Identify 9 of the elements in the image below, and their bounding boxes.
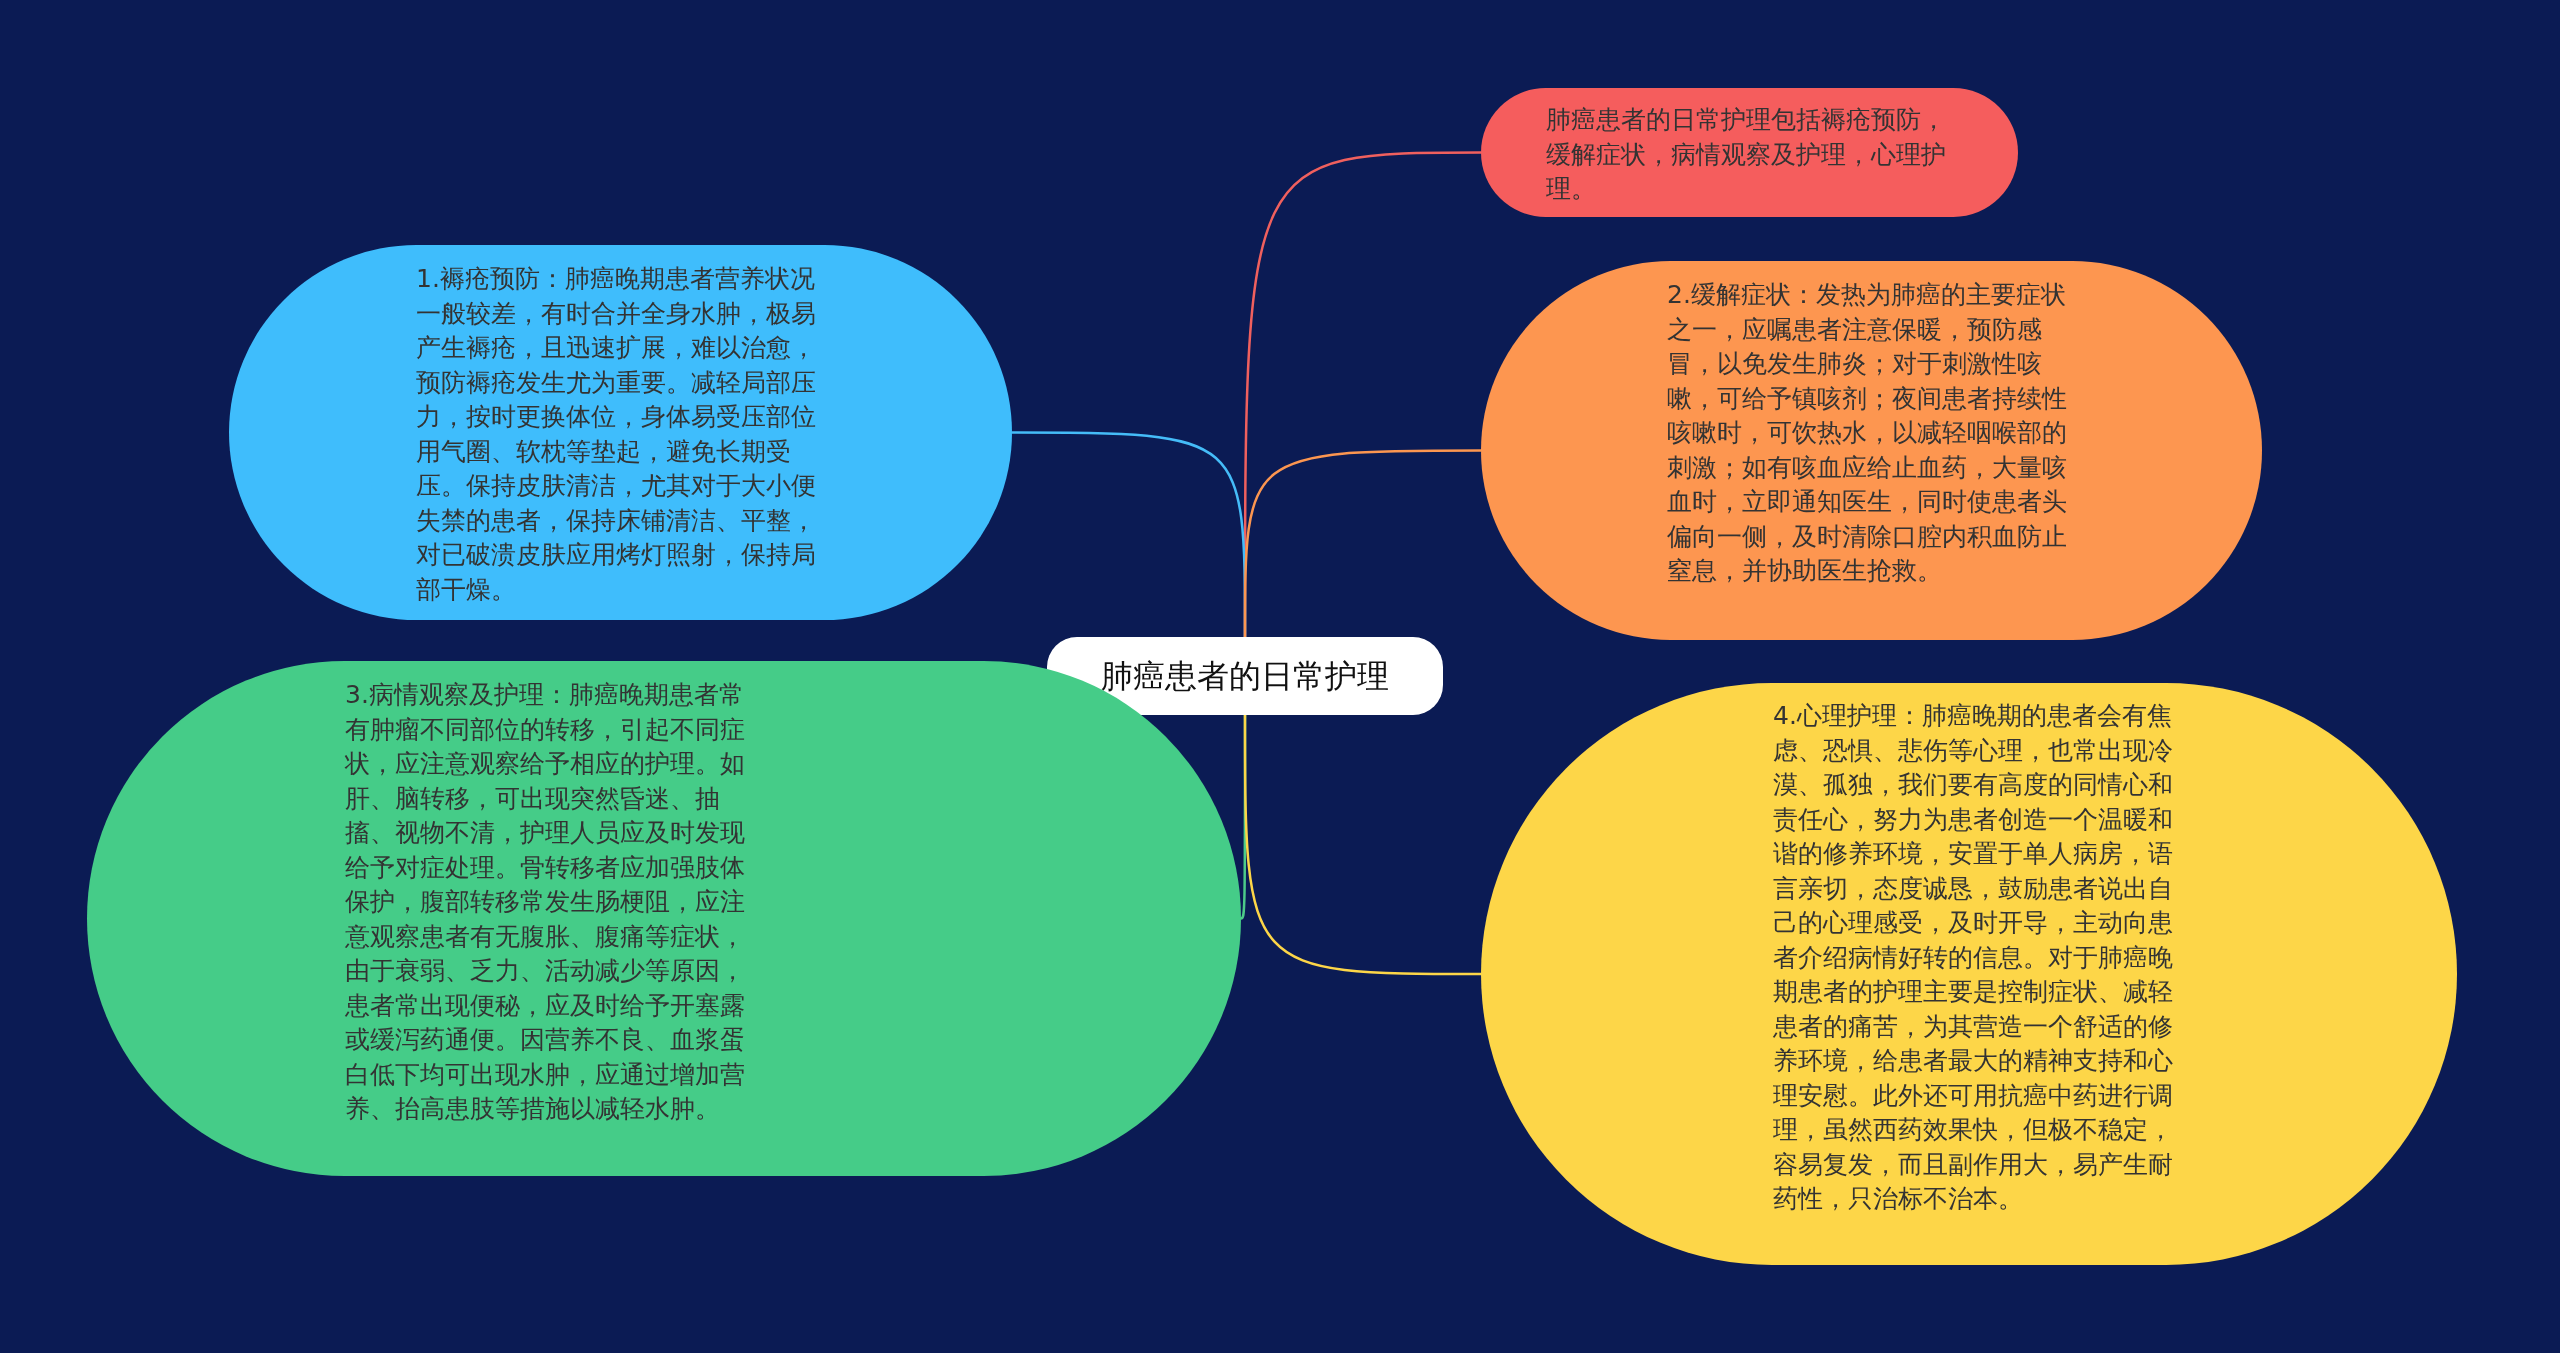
connector-line — [1243, 449, 1481, 637]
subtopic-text: 肺癌患者的日常护理包括褥疮预防，缓解症状，病情观察及护理，心理护理。 — [1546, 104, 1946, 205]
connector-line — [1243, 715, 1481, 976]
subtopic-text: 1.褥疮预防：肺癌晚期患者营养状况一般较差，有时合并全身水肿，极易产生褥疮，且迅速扩展，难以治愈，预防褥疮发生尤为重要。减轻局部压力，按时更换体位，身体易受压部位用气圈、软枕等垫起，避免长期受压。保持皮肤清洁，尤其对于大小便失禁的患者，保持床铺清洁、平整，对已破溃皮肤应用烤灯照射，保持局部干燥。 — [416, 263, 816, 606]
subtopic-text: 4.心理护理：肺癌晚期的患者会有焦虑、恐惧、悲伤等心理，也常出现冷漠、孤独，我们要有高度的同情心和责任心，努力为患者创造一个温暖和谐的修养环境，安置于单人病房，语言亲切，态度诚恳，鼓励患者说出自己的心理感受，及时开导，主动向患者介绍病情好转的信息。对于肺癌晚期患者的护理主要是控制症状、减轻患者的痛苦，为其营造一个舒适的修养环境，给患者最大的精神支持和心理安慰。此外还可用抗癌中药进行调理，虽然西药效果快，但极不稳定，容易复发，而且副作用大，易产生耐药性，只治标不治本。 — [1773, 700, 2173, 1215]
subtopic-text: 2.缓解症状：发热为肺癌的主要症状之一，应嘱患者注意保暖，预防感冒，以免发生肺炎；对于刺激性咳嗽，可给予镇咳剂；夜间患者持续性咳嗽时，可饮热水，以减轻咽喉部的刺激；如有咳血应给止血药，大量咳血时，立即通知医生，同时使患者头偏向一侧，及时清除口腔内积血防止窒息，并协助医生抢救。 — [1667, 279, 2067, 587]
topic-box — [1047, 637, 1443, 715]
topic-text: 肺癌患者的日常护理 — [1101, 656, 1389, 696]
subtopic-text: 3.病情观察及护理：肺癌晚期患者常有肿瘤不同部位的转移，引起不同症状，应注意观察给予相应的护理。如肝、脑转移，可出现突然昏迷、抽搐、视物不清，护理人员应及时发现给予对症处理。骨转移者应加强肢体保护，腹部转移常发生肠梗阻，应注意观察患者有无腹胀、腹痛等症状，由于衰弱、乏力、活动减少等原因，患者常出现便秘，应及时给予开塞露或缓泻药通便。因营养不良、血浆蛋白低下均可出现水肿，应通过增加营养、抬高患肢等措施以减轻水肿。 — [345, 679, 745, 1125]
